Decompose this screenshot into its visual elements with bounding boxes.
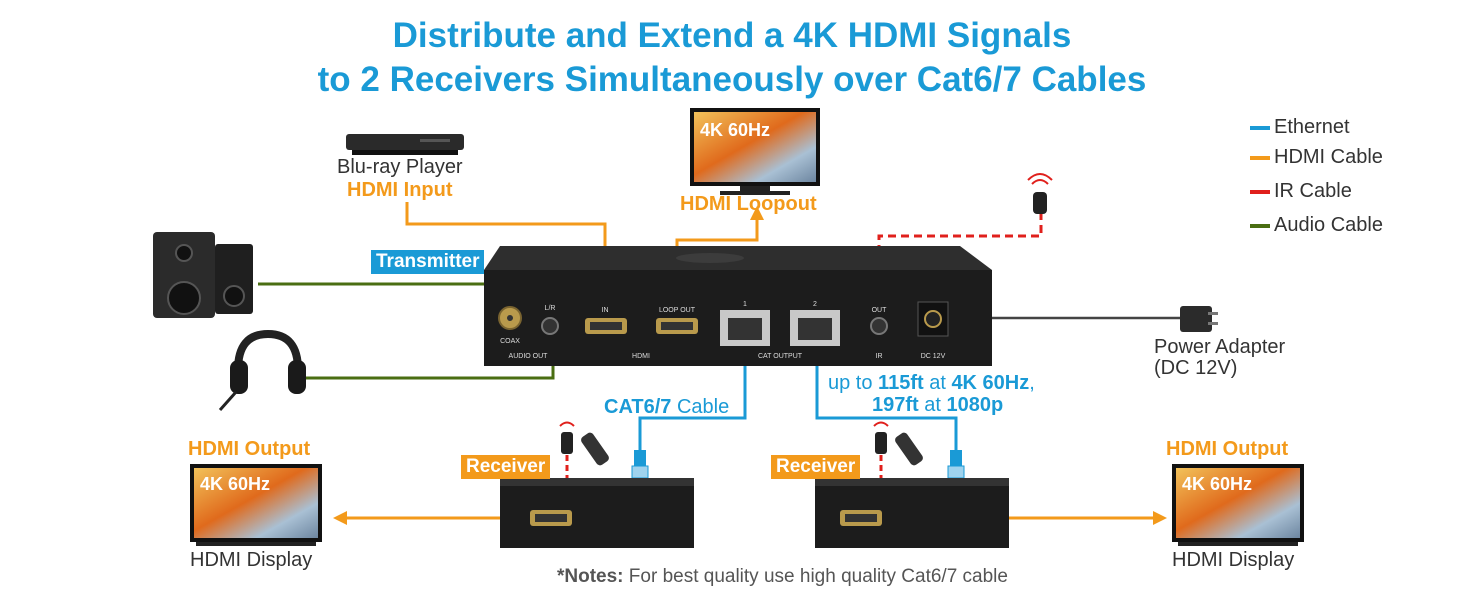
remote-right-icon	[894, 431, 925, 467]
legend-hdmi-swatch	[1250, 156, 1270, 160]
distance-label: up to 115ft at 4K 60Hz, 197ft at 1080p	[828, 372, 1035, 416]
legend: Ethernet HDMI Cable IR Cable Audio Cable	[1250, 112, 1383, 240]
legend-audio-swatch	[1250, 224, 1270, 228]
headphones-icon	[220, 334, 306, 410]
rj45-plug-left	[632, 450, 648, 478]
hdmi-output-arrow-left	[333, 511, 347, 525]
power-adapter-line1: Power Adapter	[1154, 337, 1285, 358]
distance-value-1: 115ft	[878, 372, 924, 394]
legend-ir: IR Cable	[1250, 176, 1383, 206]
cable-label: CAT6/7 Cable	[604, 396, 729, 419]
notes-text: For best quality use high quality Cat6/7…	[624, 566, 1008, 587]
receiver-right-tag: Receiver	[771, 455, 860, 479]
distance-res-2: 1080p	[947, 394, 1004, 416]
distance-at-1: at	[924, 372, 952, 394]
power-adapter-icon	[1180, 306, 1218, 332]
speakers-icon	[153, 232, 253, 318]
ir-group-label: IR	[876, 353, 883, 360]
display-right-output-label: HDMI Output	[1166, 438, 1288, 461]
distance-prefix: up to	[828, 372, 878, 394]
receiver-right-device	[815, 478, 1009, 548]
notes: *Notes: For best quality use high qualit…	[557, 566, 1008, 588]
legend-ethernet: Ethernet	[1250, 112, 1383, 142]
ir-out-port-label: OUT	[872, 307, 888, 314]
bluray-player-icon	[346, 134, 464, 155]
legend-audio-label: Audio Cable	[1274, 214, 1383, 236]
bluray-player-label: Blu-ray Player	[337, 156, 463, 179]
hdmi-input-label: HDMI Input	[347, 179, 453, 202]
legend-ir-swatch	[1250, 190, 1270, 194]
transmitter-device	[484, 246, 992, 366]
hdmi-loopout-label: HDMI Loopout	[680, 193, 817, 216]
display-right-caption: HDMI Display	[1172, 549, 1294, 572]
display-left-screen-text: 4K 60Hz	[200, 474, 270, 494]
distance-comma: ,	[1029, 372, 1035, 394]
receiver-left-device	[500, 478, 694, 548]
ir-sensor-rx-left-icon	[560, 423, 574, 455]
distance-at-2: at	[919, 394, 947, 416]
legend-hdmi-label: HDMI Cable	[1274, 146, 1383, 168]
distance-line1: up to 115ft at 4K 60Hz,	[828, 372, 1035, 394]
rj45-plug-right	[948, 450, 964, 478]
legend-ethernet-label: Ethernet	[1274, 116, 1350, 138]
cat-port2-label: 2	[813, 301, 817, 308]
cat-port1-label: 1	[743, 301, 747, 308]
audio-out-label: AUDIO OUT	[509, 353, 549, 360]
ir-sensor-rx-right-icon	[874, 423, 888, 455]
distance-value-2: 197ft	[872, 394, 919, 416]
hdmi-group-label: HDMI	[632, 353, 650, 360]
legend-hdmi: HDMI Cable	[1250, 142, 1383, 172]
distance-line2: 197ft at 1080p	[828, 394, 1035, 416]
legend-ir-label: IR Cable	[1274, 180, 1352, 202]
coax-port-label: COAX	[500, 338, 520, 345]
power-adapter-line2: (DC 12V)	[1154, 358, 1285, 379]
cable-label-rest: Cable	[677, 396, 729, 418]
hdmi-output-arrow-right	[1153, 511, 1167, 525]
display-right-screen-text: 4K 60Hz	[1182, 474, 1252, 494]
lr-port-label: L/R	[545, 305, 556, 312]
cat-output-label: CAT OUTPUT	[758, 353, 803, 360]
display-left-output-label: HDMI Output	[188, 438, 310, 461]
audio-cable-speakers	[258, 284, 510, 306]
receiver-left-tag: Receiver	[461, 455, 550, 479]
cable-label-bold: CAT6/7	[604, 396, 671, 418]
power-adapter-label: Power Adapter (DC 12V)	[1154, 337, 1285, 379]
display-left-caption: HDMI Display	[190, 549, 312, 572]
legend-audio: Audio Cable	[1250, 210, 1383, 240]
remote-left-icon	[580, 431, 611, 467]
loopout-screen-text: 4K 60Hz	[700, 120, 770, 140]
transmitter-tag: Transmitter	[371, 250, 484, 274]
legend-ethernet-swatch	[1250, 126, 1270, 130]
distance-res-1: 4K 60Hz	[951, 372, 1029, 394]
loop-out-port-label: LOOP OUT	[659, 307, 696, 314]
ir-sensor-tx-icon	[1028, 174, 1052, 214]
dc-port-label: DC 12V	[921, 353, 946, 360]
notes-bold: *Notes:	[557, 566, 624, 587]
hdmi-in-port-label: IN	[602, 307, 609, 314]
